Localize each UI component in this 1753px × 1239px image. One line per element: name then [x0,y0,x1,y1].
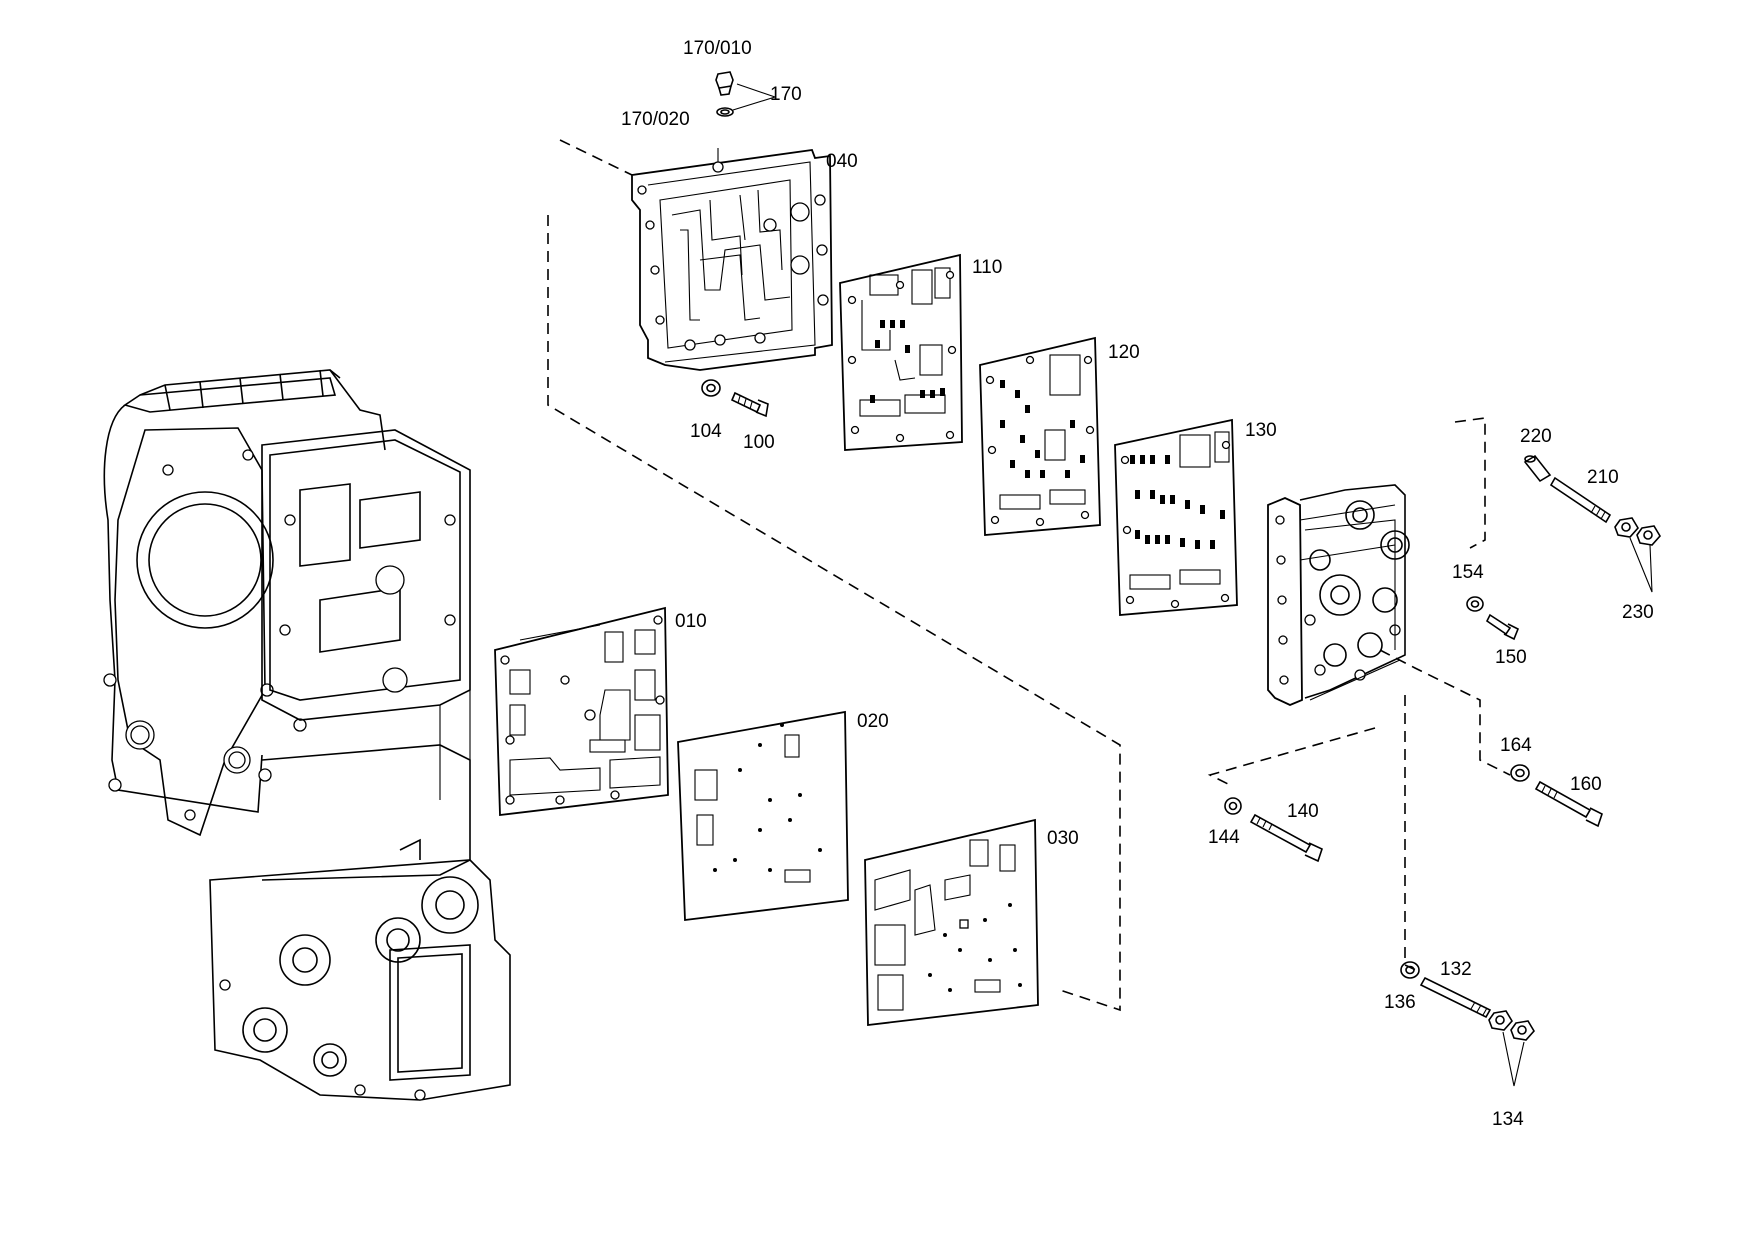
label-120: 120 [1108,342,1140,363]
part-labels: 170/010 170 170/020 040 110 120 130 104 … [621,38,1654,1130]
label-170-020: 170/020 [621,109,690,130]
label-210: 210 [1587,467,1619,488]
label-220: 220 [1520,426,1552,447]
label-160: 160 [1570,774,1602,795]
part-136-washer [1400,961,1420,979]
transmission-housing [103,369,511,1101]
part-220-sleeve [1523,454,1552,483]
part-132-stud [1419,976,1492,1019]
part-170-plug [715,71,776,117]
part-144-washer [1224,797,1242,815]
part-100-screw [730,391,769,418]
part-230-nuts [1614,517,1661,593]
label-100: 100 [743,432,775,453]
label-132: 132 [1440,959,1472,980]
label-170: 170 [770,84,802,105]
part-154-washer [1466,596,1484,612]
part-150-screw [1485,613,1520,641]
label-164: 164 [1500,735,1532,756]
label-136: 136 [1384,992,1416,1013]
label-134: 134 [1492,1109,1524,1130]
part-110-plate [839,253,963,451]
solenoid-valve-block [1267,484,1410,706]
label-130: 130 [1245,420,1277,441]
part-120-plate [979,336,1101,536]
part-020-plate [677,710,849,922]
part-010-plate [494,606,669,817]
part-030-plate [864,818,1039,1027]
label-030: 030 [1047,828,1079,849]
label-110: 110 [972,257,1002,278]
label-010: 010 [675,611,707,632]
label-104: 104 [690,421,722,442]
part-140-bolt [1249,813,1323,863]
part-130-plate [1114,418,1238,616]
label-230: 230 [1622,602,1654,623]
label-040: 040 [826,151,858,172]
label-140: 140 [1287,801,1319,822]
part-160-bolt [1534,780,1603,828]
label-170-010: 170/010 [683,38,752,59]
part-134-nuts [1488,1010,1535,1087]
label-154: 154 [1452,562,1484,583]
part-104-washer [701,379,721,397]
part-164-washer [1510,764,1530,782]
assembly-dashed-lines [547,139,1511,1012]
part-040-valve-body [631,149,833,371]
label-020: 020 [857,711,889,732]
label-150: 150 [1495,647,1527,668]
part-210-stud [1549,476,1612,524]
label-144: 144 [1208,827,1240,848]
